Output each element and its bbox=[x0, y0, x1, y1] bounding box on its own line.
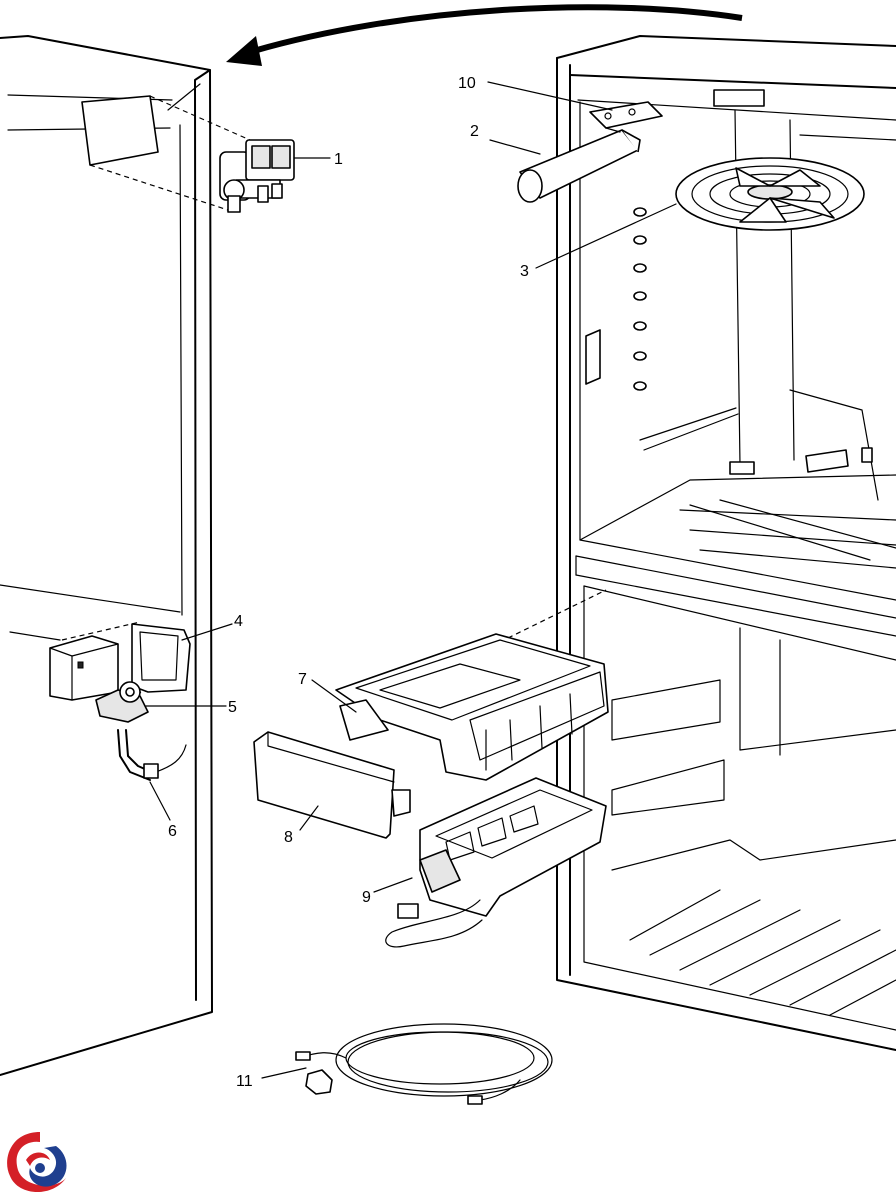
callout-5: 5 bbox=[228, 699, 237, 716]
callout-7: 7 bbox=[298, 671, 307, 688]
callout-6: 6 bbox=[168, 823, 177, 840]
callout-2: 2 bbox=[470, 123, 479, 140]
icemaker-assembly bbox=[385, 777, 607, 948]
water-tank bbox=[517, 129, 641, 203]
leader-lines bbox=[145, 81, 677, 1079]
evaporator-fan bbox=[675, 157, 865, 231]
tank-bracket bbox=[589, 101, 663, 133]
callout-labels: 1 2 3 4 5 6 7 8 9 10 11 bbox=[168, 75, 529, 1090]
callout-10: 10 bbox=[458, 75, 476, 92]
vent-grille bbox=[679, 499, 896, 569]
freezer-door bbox=[0, 35, 213, 1076]
shelf-clips bbox=[633, 207, 647, 391]
icemaker-cover bbox=[253, 731, 411, 839]
callout-8: 8 bbox=[284, 829, 293, 846]
water-line-kit bbox=[295, 1023, 553, 1105]
refrigerator-cabinet bbox=[556, 35, 896, 1051]
callout-1: 1 bbox=[334, 151, 343, 168]
door-swing-arrow bbox=[226, 4, 743, 66]
callout-3: 3 bbox=[520, 263, 529, 280]
water-valve bbox=[89, 95, 295, 213]
callout-11: 11 bbox=[236, 1073, 253, 1090]
icemaker-frame bbox=[335, 589, 609, 781]
auger-motor-assembly bbox=[49, 621, 191, 723]
callout-4: 4 bbox=[234, 613, 243, 630]
water-tube bbox=[117, 729, 187, 781]
swirl-logo-icon bbox=[7, 1132, 67, 1193]
callout-9: 9 bbox=[362, 889, 371, 906]
bottom-vent bbox=[629, 889, 896, 1016]
